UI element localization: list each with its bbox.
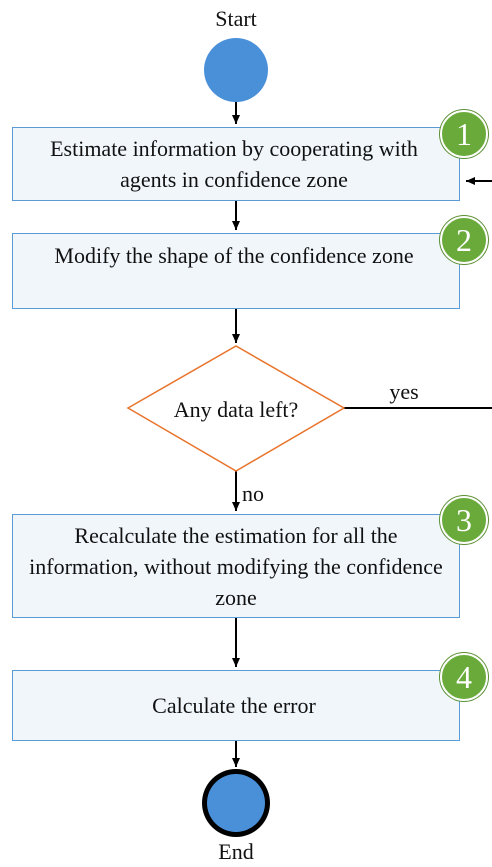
- decision-diamond: [126, 345, 346, 472]
- step-2-badge: 2: [440, 216, 488, 264]
- start-label: Start: [215, 6, 257, 31]
- decision-text: Any data left?: [173, 397, 299, 422]
- step-3-text: Recalculate the estimation for all the i…: [29, 523, 443, 610]
- step-1-badge: 1: [440, 110, 488, 158]
- end-label: End: [218, 839, 254, 864]
- yes-label: yes: [389, 379, 419, 404]
- step-1-box: [12, 127, 460, 201]
- no-label: no: [242, 481, 264, 506]
- start-node: [204, 38, 268, 102]
- step-4-badge: 4: [440, 653, 488, 701]
- step-3-box: [12, 514, 460, 618]
- step-4-box: [12, 670, 460, 741]
- step-1-text: Estimate information by cooperating with…: [50, 136, 418, 192]
- step-4-text: Calculate the error: [152, 693, 316, 718]
- step-2-box: [12, 233, 460, 309]
- step-3-badge: 3: [440, 496, 488, 544]
- end-node: [207, 774, 265, 832]
- step-2-text: Modify the shape of the confidence zone: [54, 243, 414, 268]
